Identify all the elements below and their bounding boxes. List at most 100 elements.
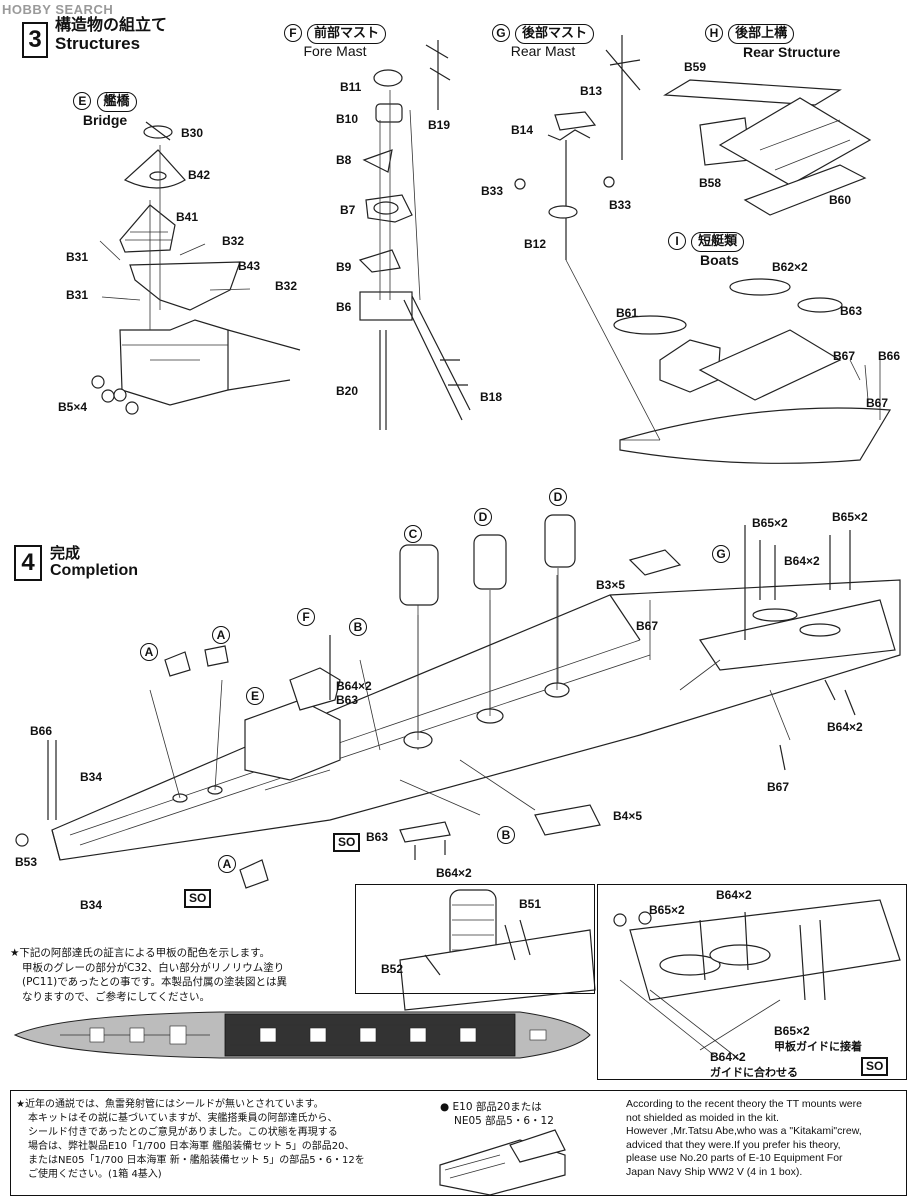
step3-title-jp: 構造物の組立て [55, 15, 168, 34]
part-label: B7 [340, 203, 356, 217]
assembly-letter-g: G [712, 545, 730, 563]
step4-title-jp: 完成 [50, 544, 81, 562]
part-label: B33 [481, 184, 504, 198]
part-label: B4×5 [613, 809, 643, 823]
part-label: B9 [336, 260, 352, 274]
deck-color-note: ★下記の阿部達氏の証言による甲板の配色を示します。 甲板のグレーの部分がC32、… [10, 946, 355, 1004]
part-label: B59 [684, 60, 707, 74]
rear-mast-name-en: Rear Mast [510, 43, 576, 59]
part-label: B58 [699, 176, 722, 190]
assembly-letter-a: A [218, 855, 236, 873]
note-line: (PC11)であったとの事です。本製品付属の塗装図とは異 [22, 976, 287, 988]
boats-name-en: Boats [700, 252, 739, 268]
bridge-heading: E 艦橋 Bridge [40, 90, 170, 128]
rear-structure-drawing [663, 79, 872, 216]
rear-structure-letter: H [705, 24, 723, 42]
part-label: B64×2 [436, 866, 472, 880]
bridge-name-jp: 艦橋 [96, 92, 137, 112]
so-mark: SO [184, 889, 212, 908]
part-label: B67 [833, 349, 856, 363]
note-line: However ,Mr.Tatsu Abe,who was a "Kitakam… [626, 1125, 862, 1137]
assembly-letter-b: B [497, 826, 515, 844]
part-label: B65×2 [774, 1024, 810, 1038]
part-label: B64×2 [336, 679, 372, 693]
part-label: B53 [15, 855, 38, 869]
note-line: 甲板のグレーの部分がC32、白い部分がリノリウム塗り [22, 961, 285, 974]
part-label: B18 [480, 390, 503, 404]
note-line: 場合は、弊社製品E10「1/700 日本海軍 艦船装備セット 5」の部品20、 [28, 1141, 355, 1152]
part-label: B64×2 [716, 888, 752, 902]
part-label: B33 [609, 198, 632, 212]
note-line: 本キットはその説に基づいていますが、実艦搭乗員の阿部達氏から、 [28, 1113, 338, 1124]
rear-mast-heading: G 後部マスト Rear Mast [478, 22, 608, 59]
note-line: not shielded as moided in the kit. [626, 1111, 779, 1124]
part-label: B13 [580, 84, 603, 98]
assembly-letter-d: D [474, 508, 492, 526]
rear-mast-letter: G [491, 24, 510, 42]
part-label: B42 [188, 168, 211, 182]
part-label: B63 [336, 693, 359, 707]
fore-mast-name-jp: 前部マスト [307, 24, 387, 44]
part-label: B31 [66, 288, 89, 302]
part-label: B20 [336, 384, 359, 398]
note-line: Japan Navy Ship WW2 V (4 in 1 box). [626, 1165, 803, 1178]
part-label: B66 [30, 724, 53, 738]
shield-note-jp: ★近年の通説では、魚雷発射管にはシールドが無いとされています。 本キットはその説… [16, 1098, 428, 1182]
part-label: B6 [336, 300, 352, 314]
part-label: B8 [336, 153, 352, 167]
fore-mast-letter: F [283, 24, 302, 42]
part-label: B62×2 [772, 260, 808, 274]
part-label: B11 [340, 80, 362, 94]
note-line: According to the recent theory the TT mo… [626, 1098, 862, 1110]
deck-color-plan [13, 1011, 591, 1059]
part-label: B65×2 [649, 903, 685, 917]
fore-mast-heading: F 前部マスト Fore Mast [270, 22, 400, 59]
note-line: なりますので、ご参考にしてください。 [22, 990, 210, 1003]
torpedo-mount-drawing [439, 1129, 566, 1196]
bridge-drawing [91, 121, 301, 415]
step3-title: 構造物の組立て Structures [55, 15, 168, 54]
part-label: B67 [767, 780, 790, 794]
note-line: シールド付きであったとのご意見がありました。この状態を再現する [28, 1127, 338, 1138]
part-label: B34 [80, 898, 103, 912]
step4-number: 4 [14, 545, 42, 581]
part-label: B43 [238, 259, 261, 273]
assembly-letter-d: D [549, 488, 567, 506]
part-label: B66 [878, 349, 901, 363]
part-label: B5×4 [58, 400, 88, 414]
fore-mast-drawing [358, 40, 471, 430]
part-label: B65×2 [752, 516, 788, 530]
assembly-letter-a: A [212, 626, 230, 644]
assembly-letter-f: F [297, 608, 315, 626]
note-line: ご使用ください。(1箱 4基入) [28, 1169, 162, 1180]
boats-heading: I 短艇類 Boats [668, 230, 745, 268]
part-label: B31 [66, 250, 89, 264]
note-line: ★近年の通説では、魚雷発射管にはシールドが無いとされています。 [16, 1099, 324, 1110]
part-label: B51 [519, 897, 542, 911]
step3-title-en: Structures [55, 34, 141, 54]
watermark: HOBBY SEARCH [2, 2, 114, 17]
shield-note-en: According to the recent theory the TT mo… [626, 1098, 906, 1179]
note-line: adviced that they were.If you prefer his… [626, 1138, 841, 1151]
part-label: B3×5 [596, 578, 626, 592]
bridge-name-en: Bridge [82, 112, 128, 128]
assembly-letter-b: B [349, 618, 367, 636]
rear-structure-heading: H 後部上構 Rear Structure [705, 22, 840, 60]
part-label: B63 [840, 304, 863, 318]
part-label: B63 [366, 830, 389, 844]
note-line: ★下記の阿部達氏の証言による甲板の配色を示します。 [10, 947, 271, 959]
boats-detail-box [597, 884, 907, 1080]
ship-hull-drawing [15, 514, 901, 889]
boats-detail-drawing [613, 899, 901, 1061]
part-label: B64×2 [710, 1050, 746, 1064]
note-line: NE05 部品5・6・12 [454, 1115, 554, 1127]
step3-number: 3 [22, 22, 48, 58]
part-label: B64×2 [827, 720, 863, 734]
funnel-detail-drawing [399, 889, 596, 1011]
part-label: B19 [428, 118, 451, 132]
detail-caption: ガイドに合わせる [710, 1066, 798, 1079]
part-label: B60 [829, 193, 852, 207]
part-label: B32 [222, 234, 245, 248]
assembly-letter-a: A [140, 643, 158, 661]
